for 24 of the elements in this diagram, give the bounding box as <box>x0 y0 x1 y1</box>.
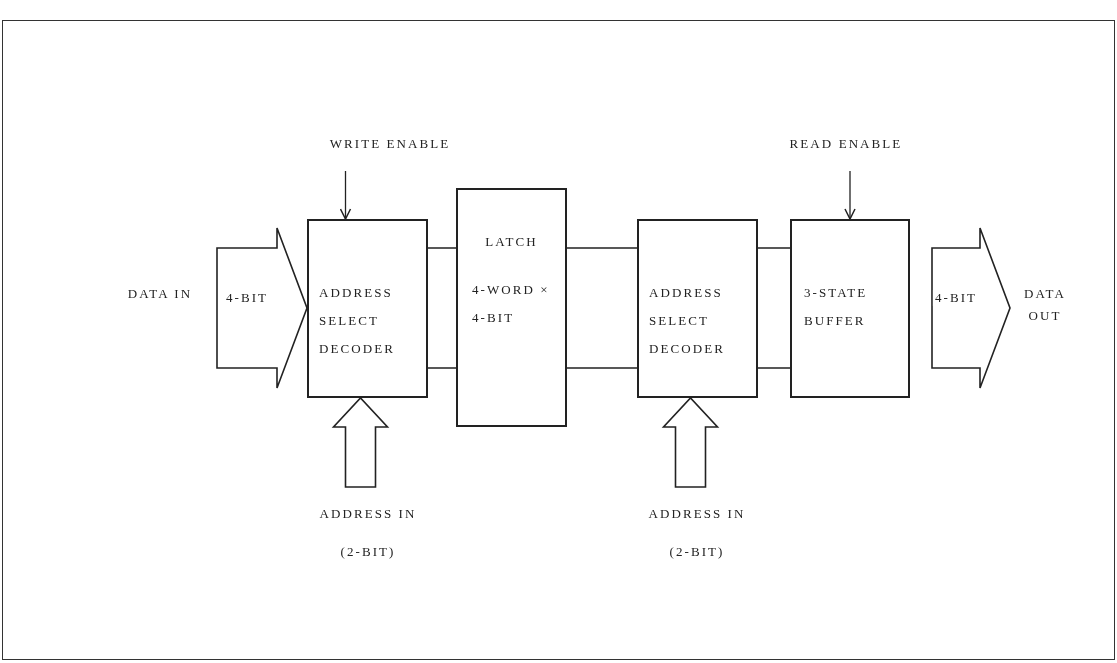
decoder-box <box>637 219 758 398</box>
signal-arrow <box>844 170 856 220</box>
signal-name: DATA OUT <box>1023 285 1067 325</box>
signal-name: DATA IN <box>127 285 193 303</box>
bus-arrow <box>216 227 308 389</box>
bus-arrow <box>331 396 390 488</box>
buffer-box <box>790 219 910 398</box>
block-label: ADDRESS SELECT DECODER <box>649 284 726 358</box>
block-label: 3-STATE BUFFER <box>804 284 869 330</box>
bus-lines <box>757 247 791 369</box>
latch-box <box>456 188 567 427</box>
decoder-box <box>307 219 428 398</box>
signal-name: WRITE ENABLE <box>329 135 451 153</box>
bus-lines <box>566 247 638 369</box>
signal-name: ADDRESS IN (2-BIT) <box>318 505 418 561</box>
bus-lines <box>427 247 457 369</box>
signal-name: READ ENABLE <box>789 135 903 153</box>
signal-arrow <box>339 170 352 220</box>
block-label: ADDRESS SELECT DECODER <box>319 284 396 358</box>
signal-name: ADDRESS IN (2-BIT) <box>647 505 747 561</box>
block-label: LATCH <box>484 233 539 251</box>
bus-arrow <box>931 227 1011 389</box>
block-label: 4-WORD × 4-BIT <box>472 280 551 327</box>
bus-arrow <box>661 396 720 488</box>
